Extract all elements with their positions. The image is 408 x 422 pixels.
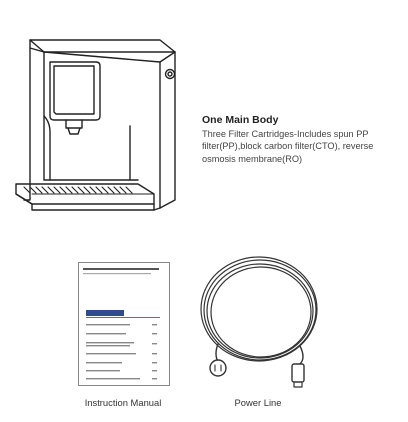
instruction-manual-illustration xyxy=(78,262,170,386)
power-cable-illustration xyxy=(200,256,318,388)
main-body-title: One Main Body xyxy=(202,114,279,126)
water-dispenser-illustration xyxy=(15,39,176,211)
power-line-caption: Power Line xyxy=(234,397,282,408)
main-body-description: Three Filter Cartridges-Includes spun PP… xyxy=(202,129,374,164)
instruction-manual-caption: Instruction Manual xyxy=(84,397,162,408)
